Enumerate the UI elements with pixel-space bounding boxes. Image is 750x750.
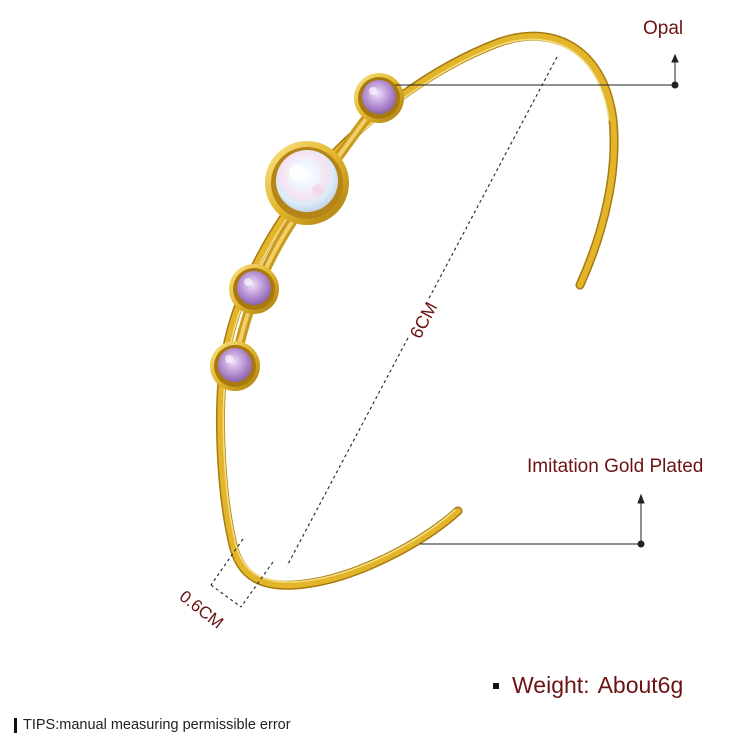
weight-label: Weight:	[512, 672, 590, 698]
stone-purple-bottom	[210, 341, 260, 391]
plating-pointer	[420, 493, 645, 548]
opal-pointer	[395, 53, 679, 89]
bangle-wire-highlight	[222, 38, 610, 583]
bangle-center-bar-highlight	[234, 98, 382, 360]
plating-label: Imitation Gold Plated	[527, 456, 704, 477]
tips-row: TIPS:manual measuring permissible error	[14, 717, 291, 733]
square-bullet-icon	[493, 682, 499, 689]
opal-label: Opal	[643, 18, 684, 39]
stone-purple-middle	[229, 264, 279, 314]
tips-text: TIPS:manual measuring permissible error	[23, 717, 291, 733]
vertical-bar-icon	[14, 717, 17, 733]
weight-value: About6g	[597, 672, 684, 698]
width-dimension-bracket	[210, 538, 274, 608]
stone-purple-top	[354, 73, 404, 123]
stone-opal-center	[265, 141, 349, 225]
bangle-wire	[217, 33, 618, 589]
bangle-center-bar	[231, 95, 385, 365]
weight-row: Weight: About6g	[493, 672, 683, 699]
